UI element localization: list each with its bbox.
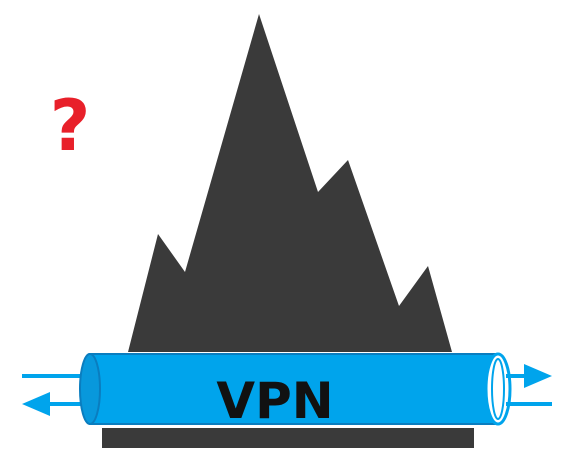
outgoing-arrow-right xyxy=(506,364,552,388)
arrow-right-icon xyxy=(524,364,552,388)
question-mark: ? xyxy=(50,85,91,167)
arrow-left-icon xyxy=(22,392,50,416)
right-arrows xyxy=(506,364,552,406)
tunnel-label: VPN xyxy=(216,372,333,430)
vpn-tunnel: VPN xyxy=(79,352,512,430)
mountain-base xyxy=(102,428,474,448)
mountain-shape xyxy=(128,14,452,352)
